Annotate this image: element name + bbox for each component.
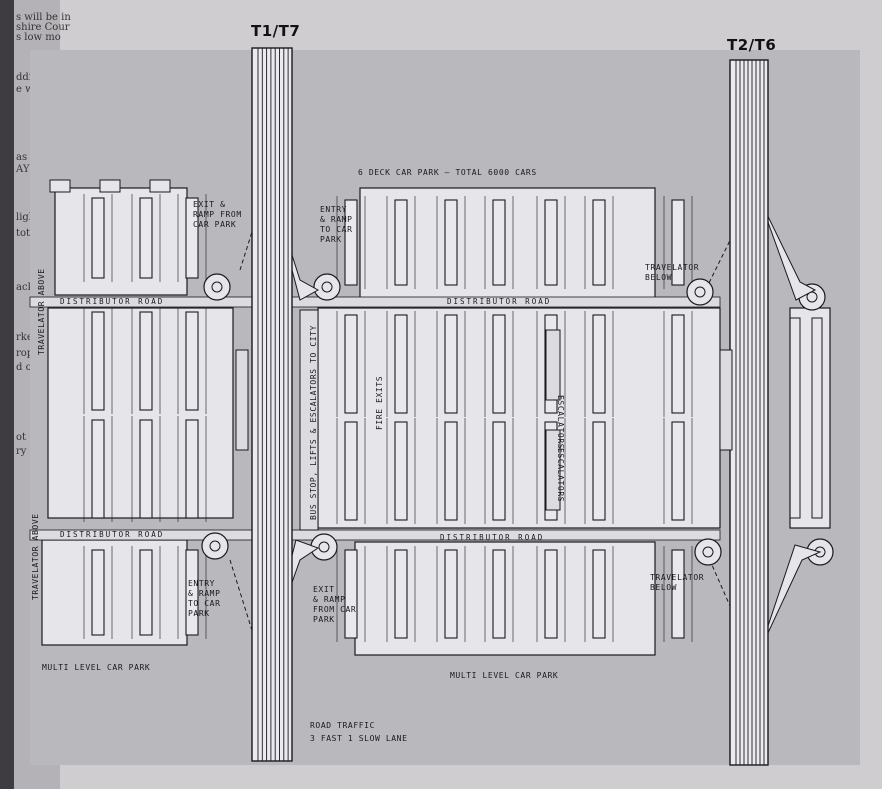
parking-bay [544,549,558,639]
travelator-below-label: TRAVELATOR BELOW [645,263,705,282]
parking-bay [394,314,408,414]
parking-bay [344,421,358,521]
parking-bay [444,421,458,521]
multi-level-car-park-label: MULTI LEVEL CAR PARK [450,671,558,680]
exit-ramp-label: EXIT & RAMP FROM CAR PARK [313,585,362,624]
parking-bay [444,199,458,286]
parking-bay [492,314,506,414]
car-park-header: 6 DECK CAR PARK — TOTAL 6000 CARS [358,168,537,177]
parking-bay [185,419,199,519]
travelator-below-label: TRAVELATOR BELOW [650,573,710,592]
parking-bay [185,311,199,411]
parking-bay [671,549,685,639]
parking-bay [344,549,358,639]
margin-text-line: s low mo [16,32,61,43]
distributor-road-label: DISTRIBUTOR ROAD [440,533,544,542]
parking-bay [185,197,199,279]
highway-t1-t7 [229,47,320,762]
parking-bay [444,549,458,639]
highway-t2-t6 [707,59,822,766]
margin-text-line: ot [16,432,26,443]
bus-stop-platform [235,309,733,531]
entry-ramp-label: ENTRY & RAMP TO CAR PARK [188,579,226,618]
parking-bay [344,314,358,414]
margin-text-line: shire Cour [16,22,70,33]
entry-ramp-label: ENTRY & RAMP TO CAR PARK [320,205,358,244]
parking-bay [592,314,606,414]
distributor-roads [29,273,834,566]
bus-stop-label: BUS STOP, LIFTS & ESCALATORS TO CITY [309,325,318,520]
parking-bay [394,549,408,639]
margin-text-line: ry [16,446,27,457]
distributor-road-label: DISTRIBUTOR ROAD [60,530,164,539]
parking-bay [492,199,506,286]
parking-bay [91,197,105,279]
parking-bay [671,199,685,286]
highway-label-right: T2/T6 [727,36,776,54]
parking-bay [91,549,105,636]
parking-bay [344,199,358,286]
parking-bay [394,421,408,521]
travelator-above-label: TRAVELATOR ABOVE [37,268,46,355]
travelator-above-label: TRAVELATOR ABOVE [31,513,40,600]
parking-bay [592,549,606,639]
central-car-park [317,187,721,656]
parking-bay [139,549,153,636]
distributor-road-label: DISTRIBUTOR ROAD [447,297,551,306]
parking-bay [492,549,506,639]
parking-bay [592,199,606,286]
multi-level-car-park-label: MULTI LEVEL CAR PARK [42,663,150,672]
parking-bay [444,314,458,414]
parking-bay [592,421,606,521]
highway-label-left: T1/T7 [251,22,300,40]
book-spine [0,0,14,789]
right-car-park [789,307,831,529]
margin-text-line: d of [16,362,37,373]
parking-bay [492,421,506,521]
parking-bay [185,549,199,636]
margin-text-line: s will be in [16,12,71,23]
escalators-label: ESCALATORS [556,448,565,502]
parking-bay [139,311,153,411]
left-car-park [41,179,234,646]
exit-ramp-label: EXIT & RAMP FROM CAR PARK [193,200,247,229]
parking-bay [671,314,685,414]
escalators-label: ESCALATORS [556,395,565,449]
parking-bay [91,419,105,519]
parking-bay [671,421,685,521]
parking-bay [394,199,408,286]
distributor-road-label: DISTRIBUTOR ROAD [60,297,164,306]
fire-exits-label: FIRE EXITS [375,376,384,430]
road-traffic-label: ROAD TRAFFIC 3 FAST 1 SLOW LANE [310,721,408,743]
parking-bay [544,199,558,286]
parking-bay [139,419,153,519]
parking-bay [139,197,153,279]
parking-bay [91,311,105,411]
